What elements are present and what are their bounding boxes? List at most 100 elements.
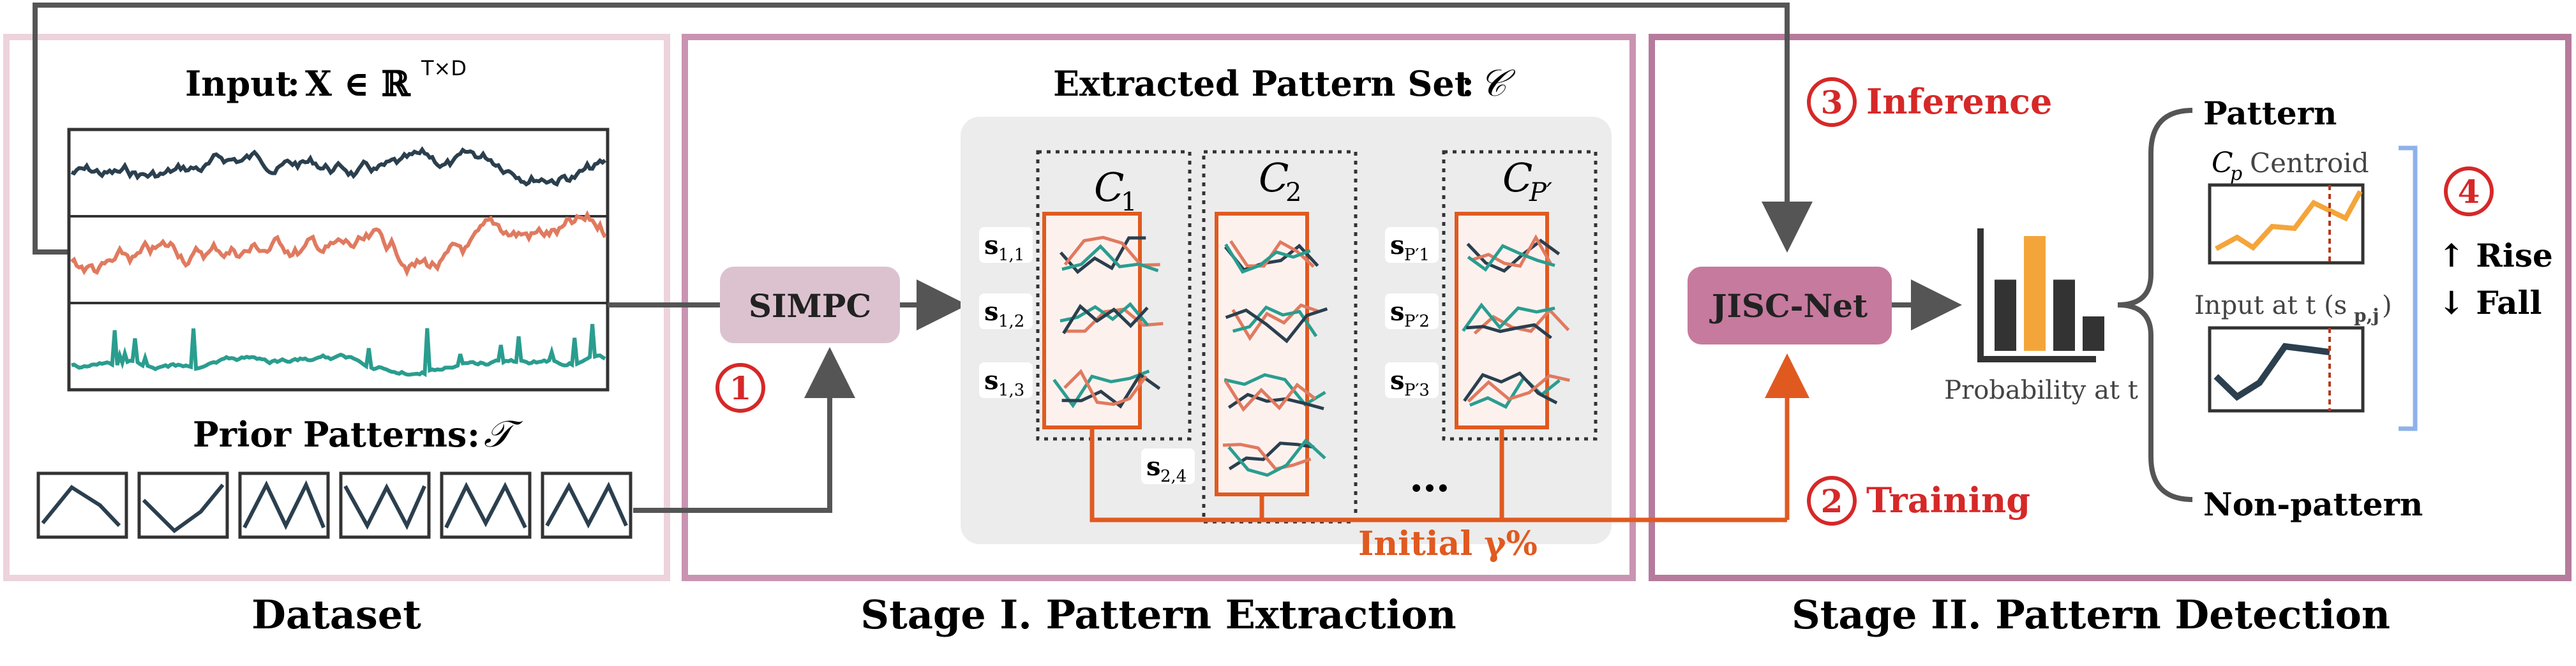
series-label: s bbox=[1146, 452, 1161, 482]
prior-pattern-box bbox=[137, 471, 229, 539]
jisc-net-label: JISC-Net bbox=[1709, 287, 1868, 325]
probability-bar bbox=[2024, 236, 2046, 351]
step1-badge bbox=[715, 363, 765, 413]
series-label: s bbox=[984, 230, 999, 260]
input-series-dark bbox=[70, 146, 606, 187]
cluster-1-sub: 1 bbox=[1121, 188, 1137, 217]
outcome-brace bbox=[2117, 108, 2193, 502]
input-series-panel bbox=[67, 128, 610, 392]
series-label-bg bbox=[1385, 227, 1439, 263]
cluster-1-title: C bbox=[1094, 164, 1124, 211]
simpc-label: SIMPC bbox=[749, 287, 871, 325]
stage1-title-symbol: 𝒞 bbox=[1479, 61, 1516, 105]
series-label-bg bbox=[979, 293, 1033, 329]
input-math: X ∈ ℝ bbox=[305, 63, 411, 104]
prior-patterns-title: Prior Patterns bbox=[193, 414, 467, 455]
non-pattern-label: Non-pattern bbox=[2203, 485, 2423, 523]
series-label: s bbox=[1390, 230, 1405, 260]
series-label-sub: P′3 bbox=[1404, 381, 1430, 400]
input-at-t-close: ) bbox=[2382, 291, 2392, 320]
more-clusters-ellipsis: … bbox=[1409, 454, 1450, 501]
cluster-pattern-line bbox=[1225, 307, 1328, 344]
input-series-teal bbox=[71, 323, 606, 378]
series-label: s bbox=[1390, 366, 1405, 396]
prior-pattern-shape bbox=[41, 485, 121, 528]
cluster-pattern-line bbox=[1228, 441, 1315, 471]
cluster-pattern-line bbox=[1466, 239, 1561, 273]
input-series-orange bbox=[70, 210, 607, 278]
prior-patterns-row bbox=[36, 471, 633, 539]
cluster-pattern-line bbox=[1224, 243, 1311, 274]
rise-label: ↑ Rise bbox=[2438, 237, 2553, 274]
probability-bar bbox=[1995, 279, 2016, 351]
stage1-title: Extracted Pattern Set bbox=[1053, 63, 1471, 104]
decision-bracket bbox=[2399, 145, 2418, 431]
inference-arrow bbox=[33, 3, 1813, 255]
series-label-bg bbox=[1385, 293, 1439, 329]
cluster-pprime-sub: P′ bbox=[1529, 178, 1552, 207]
input-dimension: T×D bbox=[421, 56, 467, 80]
stage2-frame bbox=[1649, 34, 2572, 581]
cluster-pattern-line bbox=[1463, 371, 1558, 404]
cluster-pattern-line bbox=[1467, 244, 1555, 272]
probability-bar bbox=[2053, 279, 2075, 351]
cluster-pattern-line bbox=[1232, 305, 1318, 337]
cluster-pattern-line bbox=[1222, 443, 1312, 471]
prior-pattern-shape bbox=[243, 480, 326, 530]
series-label-bg bbox=[979, 227, 1033, 263]
cluster-pattern-line bbox=[1224, 380, 1317, 412]
step2-badge bbox=[1807, 476, 1857, 526]
centroid-plot bbox=[2208, 183, 2365, 265]
step4-number: 4 bbox=[2458, 173, 2480, 211]
input-title: Input bbox=[185, 63, 292, 104]
series-label-sub: P′1 bbox=[1404, 246, 1430, 265]
series-label-sub: 1,3 bbox=[998, 381, 1024, 400]
series-label: s bbox=[1390, 297, 1405, 327]
input-at-t-label: Input at t (s bbox=[2194, 291, 2347, 320]
dataset-caption: Dataset bbox=[251, 591, 421, 638]
stage1-title-colon: : bbox=[1462, 63, 1474, 104]
cluster-pattern-line bbox=[1227, 392, 1324, 411]
cluster-pattern-line bbox=[1061, 372, 1161, 409]
series-label-bg bbox=[979, 362, 1033, 398]
cluster-pattern-line bbox=[1061, 244, 1159, 272]
series-label: s bbox=[984, 366, 999, 396]
cluster-pattern-line bbox=[1062, 304, 1149, 334]
series-label-sub: 1,1 bbox=[998, 246, 1024, 265]
cluster-2-title: C bbox=[1259, 154, 1289, 201]
centroid-symbol-sub: p bbox=[2230, 163, 2242, 185]
stage1-caption: Stage I. Pattern Extraction bbox=[860, 591, 1456, 638]
cluster-2-sub: 2 bbox=[1285, 178, 1301, 207]
step1-number: 1 bbox=[730, 369, 752, 407]
input-colon: : bbox=[287, 63, 300, 104]
series-label-bg bbox=[1385, 362, 1439, 398]
prior-to-simpc-arrow bbox=[633, 347, 855, 513]
prior-pattern-shape bbox=[545, 482, 628, 529]
series-label-bg bbox=[1141, 448, 1195, 484]
series-label-sub: 1,2 bbox=[998, 312, 1024, 331]
pattern-label: Pattern bbox=[2203, 94, 2337, 132]
cluster-pattern-line bbox=[1224, 373, 1326, 407]
fall-label: ↓ Fall bbox=[2438, 284, 2542, 322]
centroid-label: Centroid bbox=[2250, 147, 2369, 179]
extracted-pattern-lines bbox=[1052, 234, 1570, 477]
inference-label: Inference bbox=[1866, 81, 2052, 122]
prior-patterns-symbol: 𝒯 bbox=[484, 412, 523, 455]
input-at-t-sub: p,j bbox=[2354, 305, 2379, 326]
cluster-pattern-line bbox=[1231, 303, 1319, 341]
centroid-symbol: C bbox=[2212, 147, 2233, 179]
prior-pattern-shape bbox=[343, 483, 426, 530]
cluster-pattern-line bbox=[1469, 375, 1561, 409]
cluster-pattern-line bbox=[1227, 438, 1326, 477]
step2-number: 2 bbox=[1821, 482, 1843, 520]
initial-gamma-label: Initial γ% bbox=[1358, 524, 1538, 563]
probability-caption: Probability at t bbox=[1944, 376, 2138, 405]
probability-bar bbox=[2083, 316, 2104, 351]
jisc-net-box bbox=[1688, 267, 1892, 344]
prior-pattern-shape bbox=[444, 482, 527, 529]
cluster-pattern-line bbox=[1473, 307, 1570, 335]
cluster-pattern-line bbox=[1060, 236, 1146, 274]
prior-pattern-shape bbox=[142, 484, 225, 533]
